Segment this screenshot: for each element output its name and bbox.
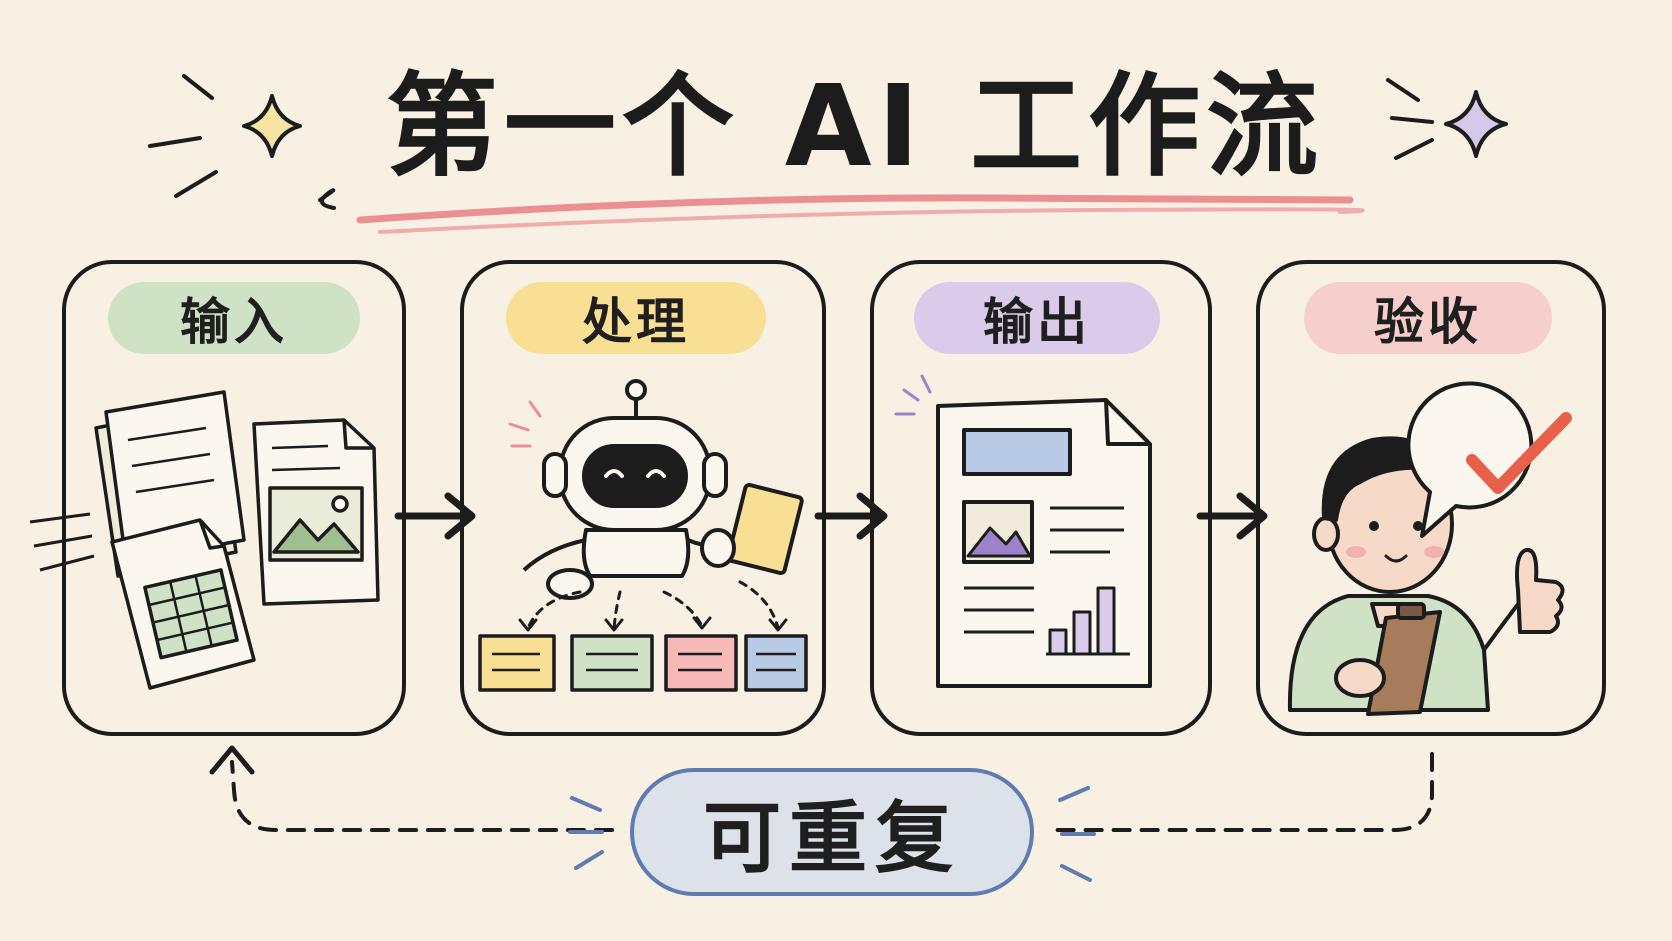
repeat-label: 可重复 [702,794,961,884]
step-label-input: 输入 [180,293,288,351]
pill-input [108,282,360,354]
step-box-process [460,260,826,736]
repeat-loop [209,745,1434,882]
arrow-1-icon [394,492,476,540]
report-illustration [894,374,1152,688]
documents-illustration [29,390,380,690]
sparkle-left-icon [242,94,302,158]
step-label-verify: 验收 [1374,293,1482,351]
loop-path-right [1050,752,1434,832]
arrow-2-icon [814,492,888,540]
pill-output [914,282,1160,354]
sparkle-right-icon [1444,90,1508,158]
title-decoration-left [148,74,336,210]
title-decoration-right [1386,78,1434,160]
loop-arrowhead-icon [209,745,255,775]
title-underline [356,194,1365,234]
robot-illustration [478,379,808,692]
repeat-pill [630,768,1034,896]
arrow-3-icon [1196,492,1268,540]
step-label-output: 输出 [983,293,1091,351]
step-box-input [62,260,406,736]
step-box-output [870,260,1212,736]
pill-process [506,282,766,354]
step-box-verify [1256,260,1606,736]
step-label-process: 处理 [582,293,690,351]
flow-arrows [394,492,1268,540]
reviewer-illustration [1287,381,1572,716]
pill-verify [1304,282,1552,354]
loop-path-left [230,760,614,832]
page-title: 第一个 AI 工作流 [385,62,1325,192]
